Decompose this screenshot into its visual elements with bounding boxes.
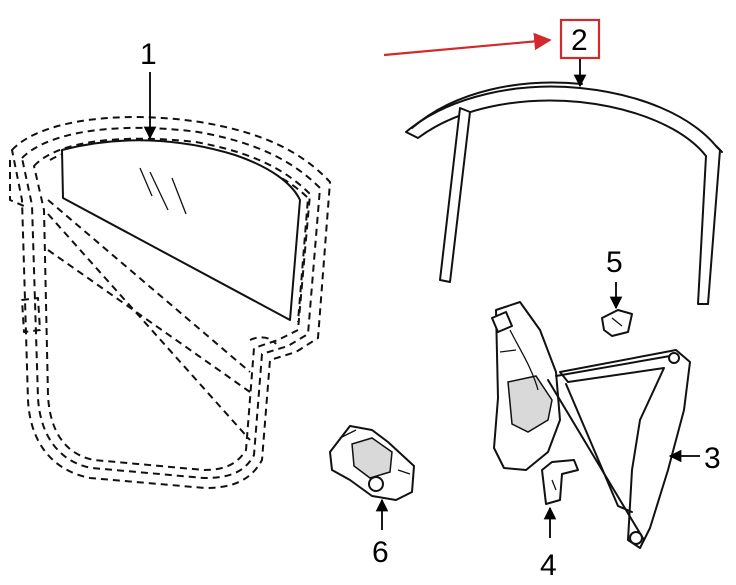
window-motor-part-6 [329,425,415,501]
clip-part-5 [601,309,633,337]
callout-4: 4 [540,549,557,582]
callout-2: 2 [571,24,588,57]
glass-run-channel-part-2 [405,81,723,305]
window-regulator-part-3 [491,301,691,549]
highlight-arrow [383,32,552,57]
bracket-part-4 [541,459,579,505]
callout-leaders [143,32,700,538]
callout-3: 3 [704,442,721,475]
highlight-box [559,18,601,60]
door-glass-frame-part-1 [9,116,331,489]
callout-6: 6 [372,536,389,569]
callout-1: 1 [140,38,157,71]
callout-5: 5 [606,246,623,279]
